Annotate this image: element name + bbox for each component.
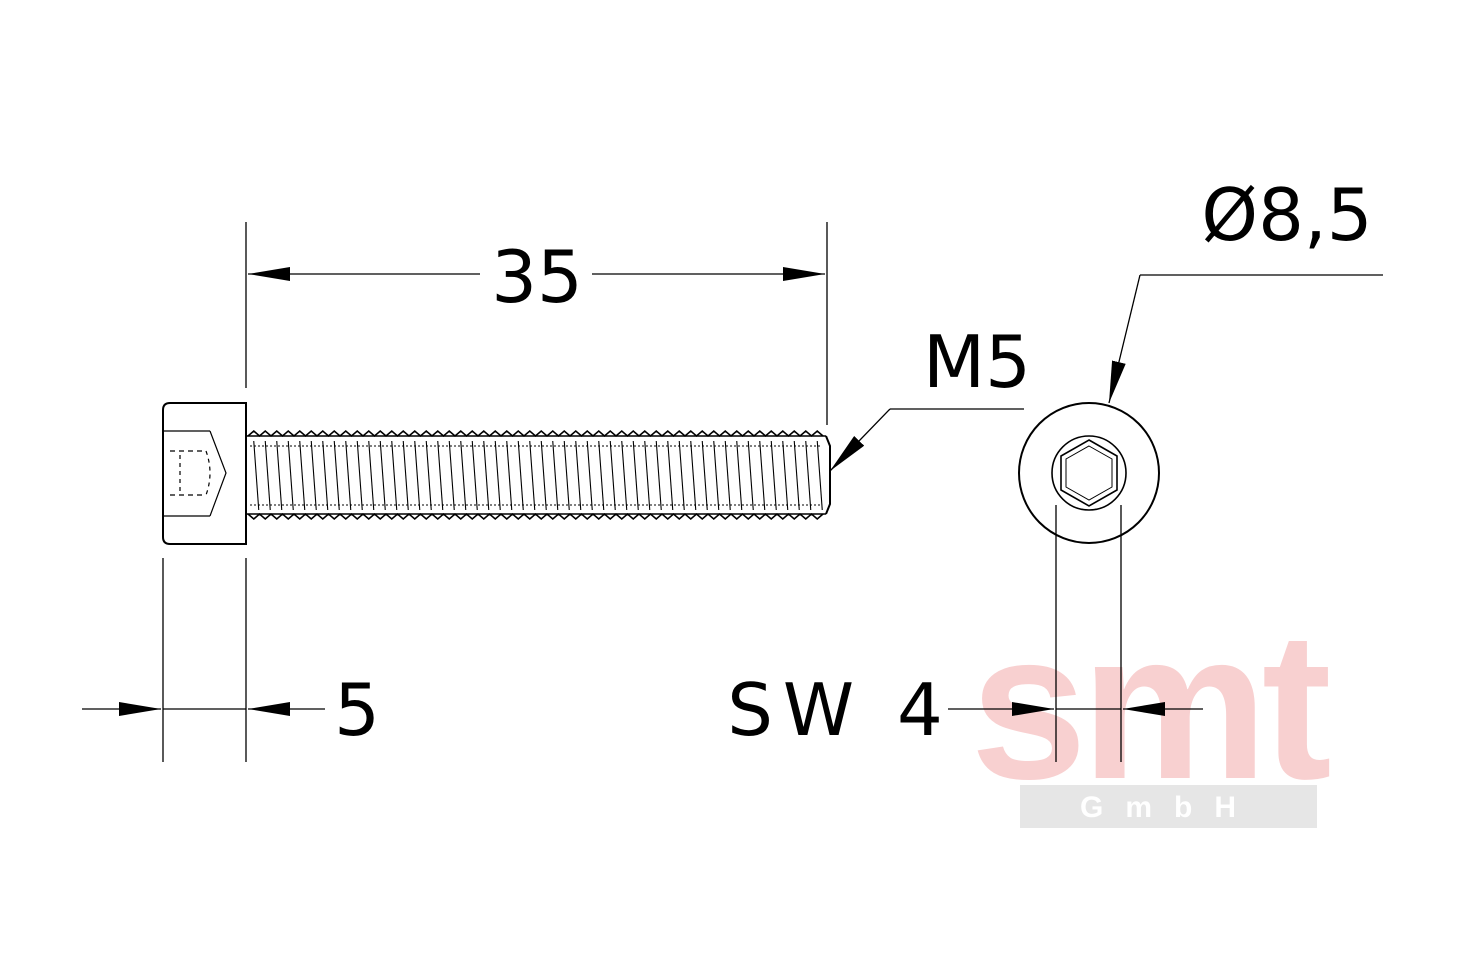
leader-line-diameter [1108,274,1141,404]
thread-flank-line [816,440,823,511]
thread-flank-line [517,440,524,511]
thread-flank-line [552,440,559,511]
thread-flank-line [253,440,260,511]
thread-flank-line [471,440,478,511]
thread-flank-line [529,440,536,511]
thread-flank-line [540,440,547,511]
thread-flank-line [563,440,570,511]
thread-flank-line [667,440,674,511]
thread-flank-line [460,440,467,511]
thread-flank-line [655,440,662,511]
thread-flank-line [494,440,501,511]
thread-flank-line [805,440,812,511]
thread-flank-line [724,440,731,511]
thread-flank-line [264,440,271,511]
thread-flank-line [701,440,708,511]
hex-socket [1060,439,1118,507]
hex-socket-inner [1065,445,1113,501]
thread-flank-line [333,440,340,511]
thread-flank-line [310,440,317,511]
thread-flank-line [644,440,651,511]
thread-flank-line [747,440,754,511]
thread-flank-line [586,440,593,511]
thread-flank-line [736,440,743,511]
thread-flank-line [287,440,294,511]
thread-flank-line [437,440,444,511]
thread-flank-line [598,440,605,511]
thread-flank-line [322,440,329,511]
dimension-length-label: 35 [491,235,583,319]
head-outer-circle [1018,402,1160,544]
thread-flank-line [506,440,513,511]
dimension-head-height [82,558,325,762]
thread-flank-line [759,440,766,511]
thread-flank-line [609,440,616,511]
screw-end-view [1018,402,1160,544]
thread-flank-line [770,440,777,511]
dimension-thread-label: M5 [923,320,1031,404]
thread-flank-line [690,440,697,511]
thread-end-chamfer [825,435,831,515]
thread-flank-line [414,440,421,511]
thread-flank-line [391,440,398,511]
dimension-wrench-size-label: SW 4 [727,668,953,752]
dimension-diameter-label: Ø8,5 [1201,173,1372,257]
watermark-logo: smt GmbH [970,588,1336,828]
screw-head-outline [162,402,247,545]
thread-flanks [253,440,823,511]
thread-flank-line [402,440,409,511]
thread-flank-line [448,440,455,511]
thread-flank-line [345,440,352,511]
socket-circle [1051,435,1127,511]
thread-flank-line [379,440,386,511]
dimension-diameter [1108,274,1383,404]
hex-socket-hidden-lines [164,430,227,517]
dimension-thread [829,408,1024,472]
thread-flank-line [276,440,283,511]
thread-flank-line [793,440,800,511]
thread-flank-line [621,440,628,511]
thread-flank-line [575,440,582,511]
watermark-bar [1020,785,1317,828]
dimension-length [245,222,828,425]
thread-flank-line [782,440,789,511]
thread-crest-top [247,429,824,438]
dimension-head-height-label: 5 [334,668,380,752]
thread-flank-line [368,440,375,511]
thread-flank-line [356,440,363,511]
thread-flank-line [632,440,639,511]
watermark-subtitle: GmbH [1080,791,1258,824]
thread-flank-line [299,440,306,511]
thread-flank-line [483,440,490,511]
leader-line-thread [829,408,891,472]
thread-flank-line [425,440,432,511]
screw-side-view [162,402,831,545]
dimension-wrench-size [948,505,1203,762]
thread-flank-line [713,440,720,511]
thread-flank-line [678,440,685,511]
